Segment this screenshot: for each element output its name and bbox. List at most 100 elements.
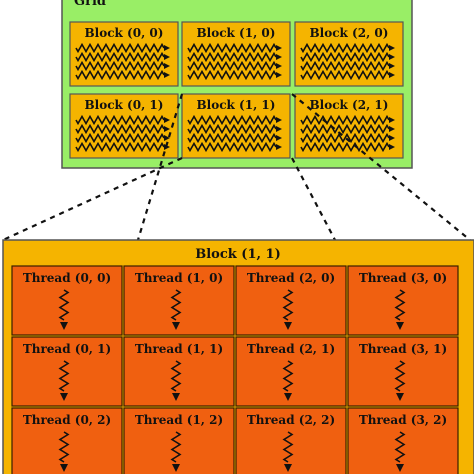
grid-block: Block (1, 0) <box>181 21 291 87</box>
grid-block: Block (0, 1) <box>69 93 179 159</box>
thread-squiggle-icon <box>187 114 277 126</box>
grid-block-label: Block (2, 0) <box>310 26 389 40</box>
thread-cell: Thread (1, 0) <box>123 265 235 336</box>
thread-arrow-icon <box>58 360 70 392</box>
thread-label: Thread (2, 0) <box>247 271 335 285</box>
thread-cell: Thread (1, 2) <box>123 407 235 474</box>
thread-cell: Thread (2, 1) <box>235 336 347 407</box>
thread-arrow-icon <box>170 360 182 392</box>
arrow-head-icon <box>276 45 282 51</box>
thread-arrow-icon <box>170 431 182 463</box>
thread-squiggle-icon <box>300 132 390 144</box>
grid-block-label: Block (1, 0) <box>197 26 276 40</box>
arrow-head-icon <box>396 322 404 330</box>
thread-squiggle-icon <box>300 114 390 126</box>
arrow-head-icon <box>164 126 170 132</box>
thread-arrow-icon <box>394 360 406 392</box>
grid-block-label: Block (1, 1) <box>197 98 276 112</box>
thread-label: Thread (0, 0) <box>23 271 111 285</box>
arrow-head-icon <box>284 393 292 401</box>
arrow-head-icon <box>389 144 395 150</box>
thread-arrow-icon <box>282 289 294 321</box>
thread-arrow-icon <box>282 360 294 392</box>
thread-squiggle-icon <box>300 123 390 135</box>
zoom-dashed-line <box>2 156 183 242</box>
thread-squiggle-icon <box>300 42 390 54</box>
thread-arrow-icon <box>282 431 294 463</box>
thread-arrow-icon <box>58 431 70 463</box>
arrow-head-icon <box>284 464 292 472</box>
thread-label: Thread (2, 2) <box>247 413 335 427</box>
arrow-head-icon <box>60 322 68 330</box>
thread-label: Thread (3, 2) <box>359 413 447 427</box>
arrow-head-icon <box>164 72 170 78</box>
grid-block: Block (1, 1) <box>181 93 291 159</box>
thread-squiggle-icon <box>75 123 165 135</box>
thread-arrow-icon <box>58 289 70 321</box>
grid-block-label: Block (0, 0) <box>85 26 164 40</box>
thread-squiggle-icon <box>75 141 165 153</box>
thread-squiggle-icon <box>75 114 165 126</box>
thread-cell: Thread (3, 0) <box>347 265 459 336</box>
thread-cell: Thread (0, 1) <box>11 336 123 407</box>
thread-squiggle-icon <box>75 132 165 144</box>
arrow-head-icon <box>60 393 68 401</box>
zoom-dashed-line <box>291 93 471 241</box>
arrow-head-icon <box>389 63 395 69</box>
arrow-head-icon <box>276 54 282 60</box>
arrow-head-icon <box>396 464 404 472</box>
thread-squiggle-icon <box>300 60 390 72</box>
thread-cells: Thread (0, 0) Thread (1, 0) Thread (2, 0) T… <box>11 265 459 474</box>
grid-blocks: Block (0, 0) Block (1, 0) Block (2, 0) Bloc… <box>69 21 404 159</box>
thread-arrow-icon <box>394 289 406 321</box>
expanded-block-title: Block (1, 1) <box>195 247 281 262</box>
arrow-head-icon <box>389 135 395 141</box>
arrow-head-icon <box>60 464 68 472</box>
zoom-dashed-line <box>291 157 336 241</box>
arrow-head-icon <box>389 45 395 51</box>
thread-squiggle-icon <box>187 69 277 81</box>
arrow-head-icon <box>276 126 282 132</box>
arrow-head-icon <box>396 393 404 401</box>
arrow-head-icon <box>164 45 170 51</box>
thread-cell: Thread (2, 0) <box>235 265 347 336</box>
thread-squiggle-icon <box>187 141 277 153</box>
arrow-head-icon <box>164 117 170 123</box>
grid-block-label: Block (2, 1) <box>310 98 389 112</box>
thread-cell-box <box>11 407 123 474</box>
arrow-head-icon <box>276 117 282 123</box>
thread-squiggle-icon <box>300 51 390 63</box>
thread-squiggle-icon <box>187 42 277 54</box>
thread-arrow-icon <box>394 431 406 463</box>
thread-label: Thread (1, 1) <box>135 342 223 356</box>
thread-label: Thread (0, 1) <box>23 342 111 356</box>
thread-cell: Thread (1, 1) <box>123 336 235 407</box>
thread-squiggle-icon <box>187 132 277 144</box>
thread-squiggle-icon <box>187 51 277 63</box>
arrow-head-icon <box>389 72 395 78</box>
arrow-head-icon <box>276 63 282 69</box>
arrow-head-icon <box>164 63 170 69</box>
arrow-head-icon <box>172 322 180 330</box>
thread-cell: Thread (3, 2) <box>347 407 459 474</box>
arrow-head-icon <box>389 54 395 60</box>
arrow-head-icon <box>389 126 395 132</box>
arrow-head-icon <box>172 464 180 472</box>
thread-squiggle-icon <box>75 60 165 72</box>
thread-label: Thread (1, 0) <box>135 271 223 285</box>
arrow-head-icon <box>164 135 170 141</box>
thread-cell: Thread (0, 2) <box>11 407 123 474</box>
thread-cell: Thread (0, 0) <box>11 265 123 336</box>
grid-block: Block (2, 0) <box>294 21 404 87</box>
thread-squiggle-icon <box>75 69 165 81</box>
thread-cell-box <box>347 407 459 474</box>
thread-squiggle-icon <box>300 69 390 81</box>
arrow-head-icon <box>284 322 292 330</box>
grid-block: Block (0, 0) <box>69 21 179 87</box>
grid-block: Block (2, 1) <box>294 93 404 159</box>
arrow-head-icon <box>276 144 282 150</box>
thread-label: Thread (0, 2) <box>23 413 111 427</box>
thread-label: Thread (3, 1) <box>359 342 447 356</box>
arrow-head-icon <box>164 54 170 60</box>
